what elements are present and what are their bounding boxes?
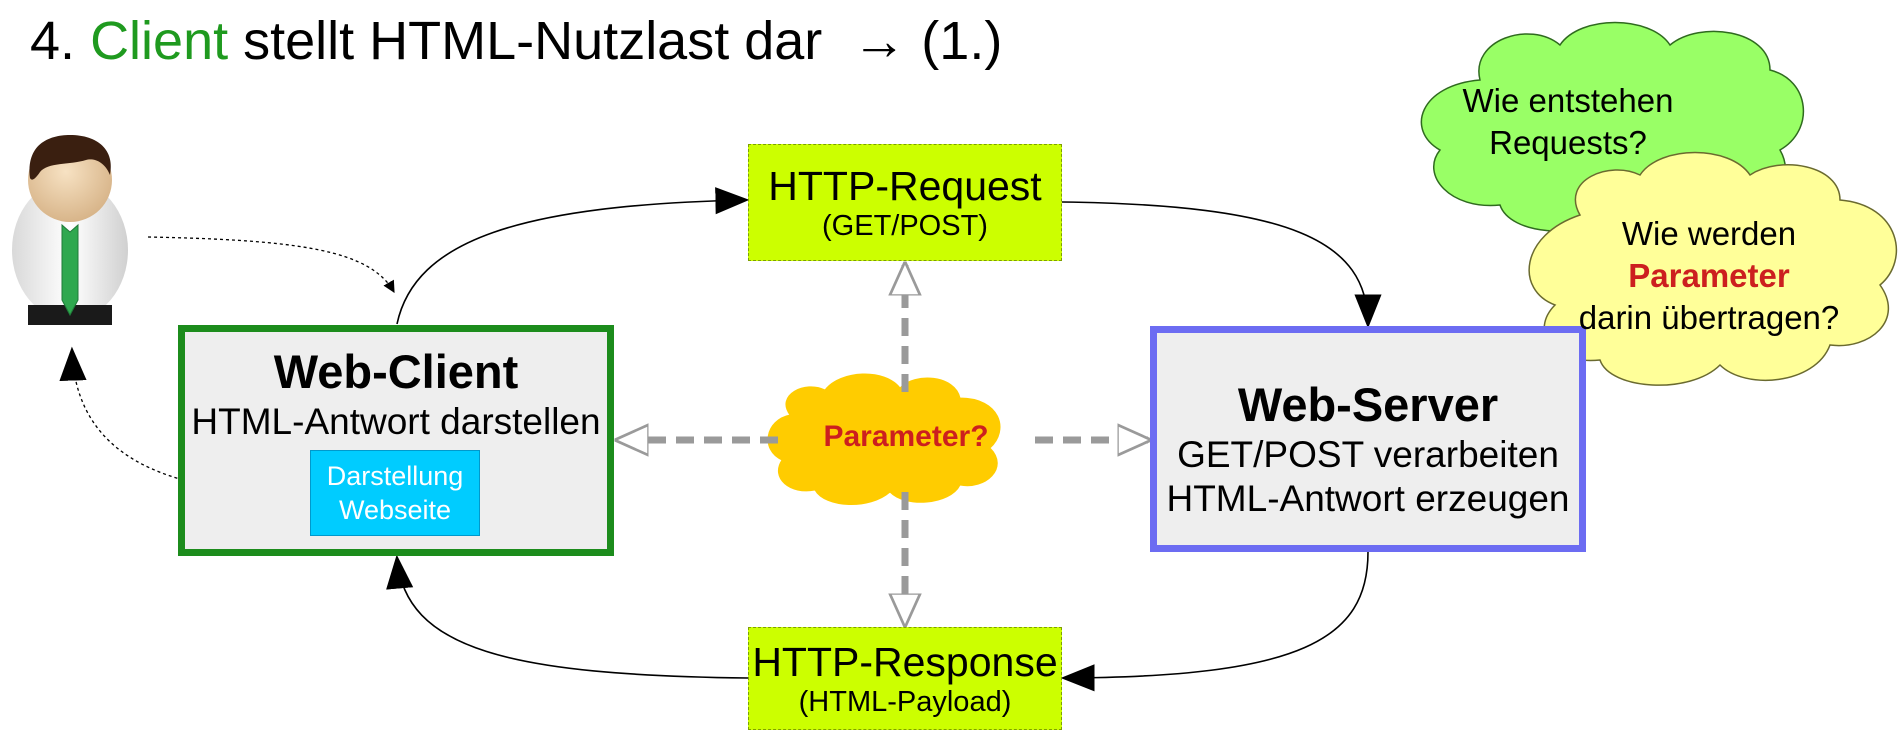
title-rest: stellt HTML-Nutzlast dar	[243, 11, 823, 71]
arrow-user-to-client	[147, 236, 395, 294]
arrow-server-to-response	[1060, 551, 1369, 692]
question-cloud-1-line-2: Requests?	[1489, 124, 1647, 161]
page-title: 4. Client stellt HTML-Nutzlast dar → (1.…	[30, 8, 1002, 74]
question-cloud-1-line-1: Wie entstehen	[1462, 82, 1674, 119]
question-cloud-2-text: Wie werden Parameter darin übertragen?	[1546, 213, 1872, 339]
question-cloud-1-text: Wie entstehen Requests?	[1438, 80, 1698, 164]
http-response-box: HTTP-Response (HTML-Payload)	[748, 627, 1062, 730]
question-cloud-2-line-3: darin übertragen?	[1578, 299, 1840, 336]
web-server-title: Web-Server	[1237, 378, 1499, 431]
parameter-cloud-label: Parameter?	[823, 420, 989, 453]
http-request-box: HTTP-Request (GET/POST)	[748, 144, 1062, 261]
web-server-line-2: HTML-Antwort erzeugen	[1166, 478, 1570, 519]
arrow-client-to-request	[396, 187, 750, 325]
web-client-title: Web-Client	[273, 345, 519, 398]
http-request-label: HTTP-Request	[768, 162, 1042, 209]
render-webpage-box: Darstellung Webseite	[310, 450, 480, 536]
question-cloud-2-line-2: Parameter	[1628, 257, 1790, 294]
http-response-sub: (HTML-Payload)	[798, 685, 1012, 718]
web-server-box: Web-Server GET/POST verarbeiten HTML-Ant…	[1150, 326, 1586, 552]
render-line-1: Darstellung	[326, 461, 464, 491]
title-suffix: → (1.)	[852, 11, 1003, 71]
web-client-box: Web-Client HTML-Antwort darstellen	[178, 325, 614, 556]
http-response-label: HTTP-Response	[752, 638, 1058, 685]
user-icon	[12, 135, 128, 325]
parameter-cloud	[767, 373, 1001, 505]
arrow-response-to-client	[386, 554, 749, 679]
title-accent: Client	[90, 11, 229, 71]
arrow-request-to-server	[1061, 201, 1382, 329]
web-server-line-1: GET/POST verarbeiten	[1177, 434, 1559, 475]
web-client-line: HTML-Antwort darstellen	[191, 401, 601, 442]
http-request-sub: (GET/POST)	[822, 209, 988, 242]
question-cloud-2-line-1: Wie werden	[1621, 215, 1797, 252]
title-number: 4.	[30, 11, 76, 71]
render-line-2: Webseite	[338, 495, 452, 525]
